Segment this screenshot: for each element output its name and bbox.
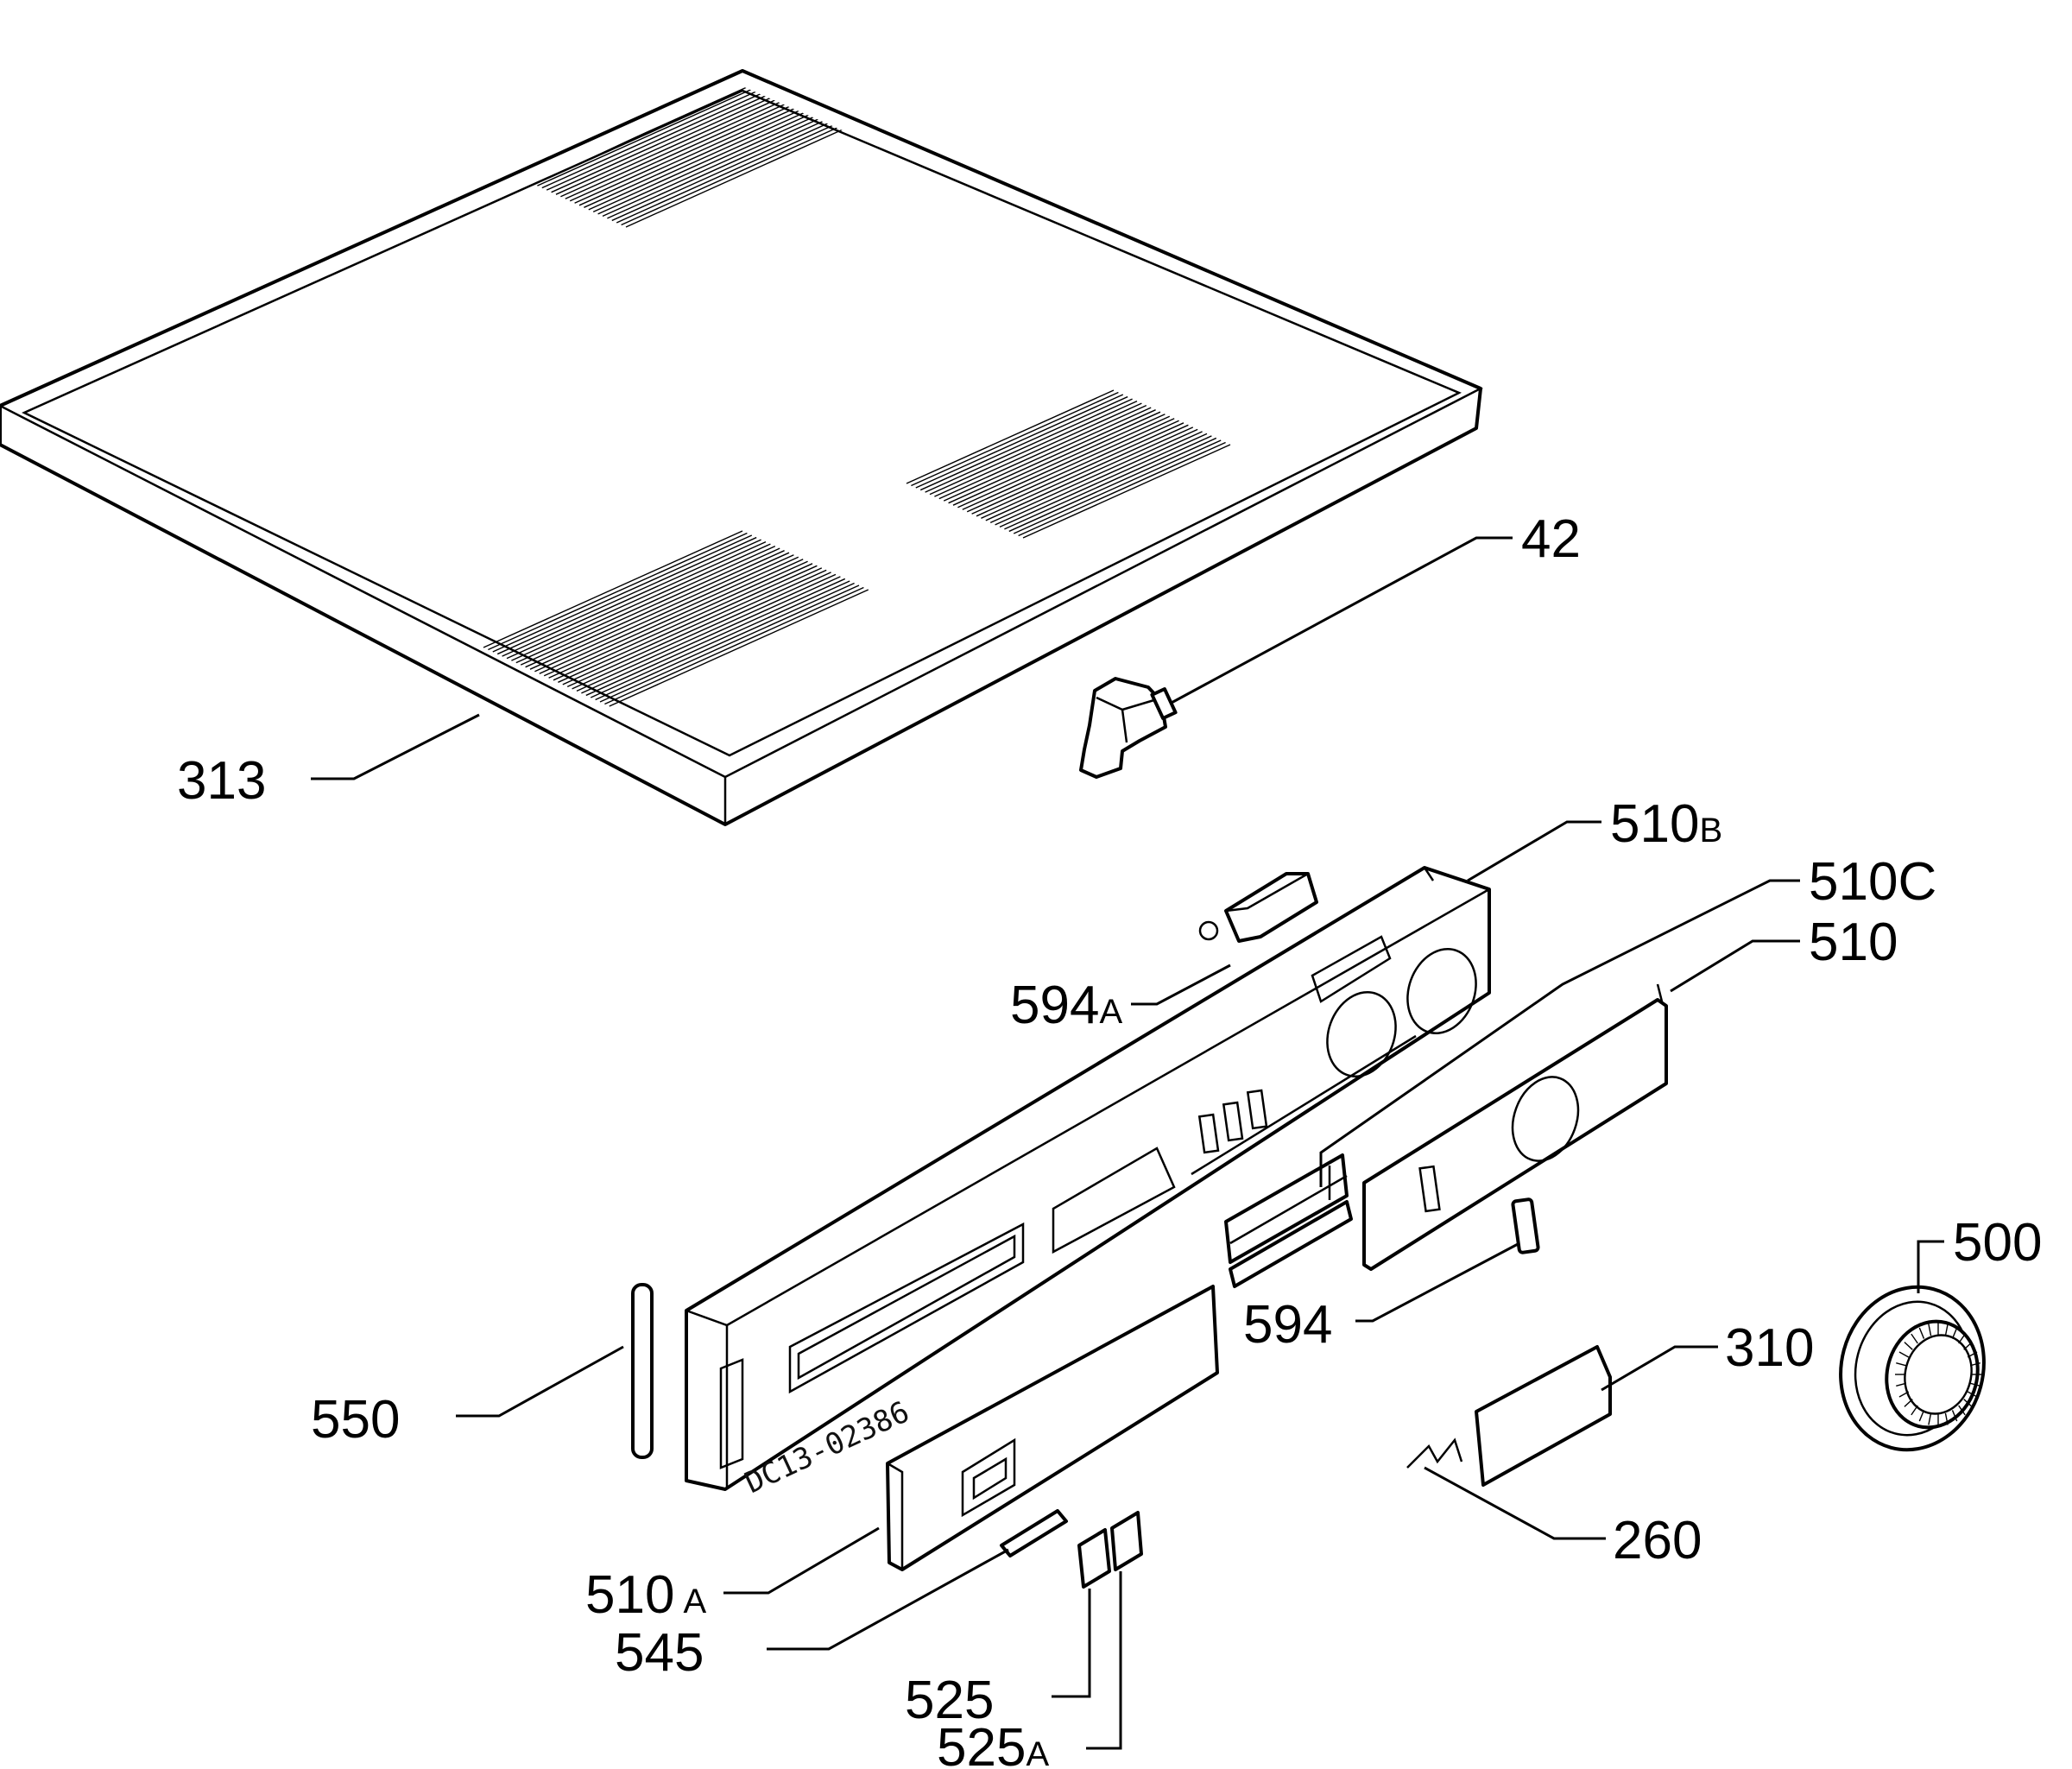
label-594: 594: [1243, 1295, 1332, 1355]
label-310: 310: [1725, 1318, 1814, 1378]
label-510: 510: [1809, 913, 1898, 972]
label-260: 260: [1613, 1511, 1702, 1570]
knob-knurling: [1895, 1323, 1981, 1426]
leader-510a: [723, 1526, 880, 1595]
leader-525: [1052, 1589, 1091, 1698]
part-510b-control-panel: [685, 866, 1491, 1491]
label-313: 313: [177, 751, 266, 811]
leader-550: [456, 1345, 624, 1418]
leader-545: [767, 1548, 1009, 1651]
label-510b: 510B: [1610, 794, 1722, 854]
leader-594: [1355, 1241, 1520, 1323]
part-550-grip-strip: [631, 1283, 654, 1459]
part-42-clip: [1079, 677, 1178, 779]
part-310-cover-plate: [1475, 1345, 1612, 1487]
label-550: 550: [311, 1390, 400, 1450]
label-500: 500: [1953, 1213, 2042, 1273]
leader-lines: [311, 536, 1944, 1750]
leader-594a: [1131, 963, 1231, 1006]
part-545-slider: [1000, 1509, 1068, 1557]
leader-310: [1601, 1345, 1718, 1392]
leader-525a: [1086, 1571, 1122, 1750]
leader-260: [1424, 1466, 1606, 1540]
label-510c: 510C: [1809, 852, 1936, 912]
label-545: 545: [615, 1623, 704, 1683]
label-525a: 525A: [937, 1718, 1049, 1769]
callout-labels: 313 42 510B 510C 510 594A 500 594 310 55…: [177, 509, 2042, 1769]
leader-42: [1169, 536, 1513, 705]
part-594-button-caps: [1229, 1197, 1540, 1288]
leader-510: [1670, 939, 1800, 993]
part-510c-trim-strip: [1224, 1153, 1349, 1264]
label-594a: 594A: [1010, 976, 1122, 1035]
part-260-spring-clip: [1406, 1437, 1463, 1469]
leader-500: [1917, 1240, 1944, 1293]
leader-510b: [1467, 820, 1601, 882]
label-42: 42: [1521, 509, 1581, 569]
part-594a-cover: [1198, 872, 1318, 943]
part-313-worktop: [0, 69, 1483, 826]
label-525: 525: [905, 1671, 994, 1730]
leader-510c: [1319, 879, 1800, 1187]
part-500-knob: [1839, 1285, 1986, 1452]
part-510-program-panel: [1328, 983, 1668, 1271]
part-510a-front-panel: [886, 1285, 1219, 1571]
part-525-buttons: [1077, 1511, 1143, 1589]
leader-313: [311, 713, 480, 780]
